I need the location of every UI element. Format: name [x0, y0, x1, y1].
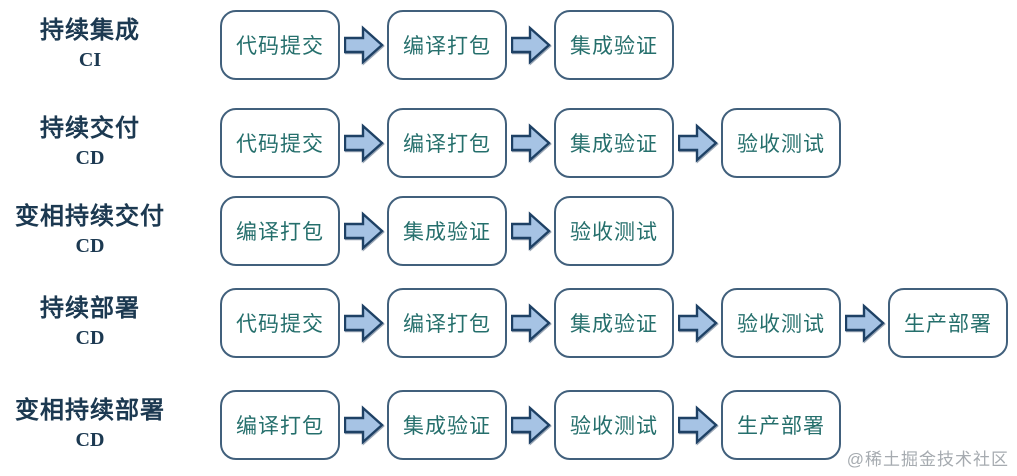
step-box: 验收测试 [554, 390, 674, 460]
step-label: 集成验证 [570, 133, 658, 156]
step-box: 编译打包 [387, 108, 507, 178]
pipeline-steps: 编译打包 集成验证 验收测试 生产部署 [220, 390, 841, 460]
step-label: 代码提交 [236, 35, 324, 58]
pipeline-title: 持续集成 [40, 18, 140, 45]
step-box: 集成验证 [554, 10, 674, 80]
flow-arrow-right-icon [674, 405, 721, 445]
pipeline-title: 变相持续部署 [15, 398, 165, 425]
step-label: 编译打包 [236, 415, 324, 438]
pipeline-subtitle: CD [75, 146, 105, 169]
step-label: 代码提交 [236, 313, 324, 336]
pipeline-title: 持续交付 [40, 116, 140, 143]
pipeline-label: 持续集成 CI [0, 18, 180, 72]
pipeline-row: 持续交付 CD 代码提交 编译打包 集成验证 验收测试 [0, 108, 1017, 178]
flow-arrow-right-icon [340, 303, 387, 343]
step-box: 生产部署 [721, 390, 841, 460]
flow-arrow-right-icon [340, 211, 387, 251]
step-label: 编译打包 [403, 35, 491, 58]
step-box: 集成验证 [387, 196, 507, 266]
pipeline-label: 变相持续部署 CD [0, 398, 180, 452]
step-box: 编译打包 [387, 288, 507, 358]
step-box: 集成验证 [554, 288, 674, 358]
pipeline-label: 持续交付 CD [0, 116, 180, 170]
step-label: 编译打包 [403, 133, 491, 156]
flow-arrow-right-icon [507, 25, 554, 65]
step-label: 编译打包 [403, 313, 491, 336]
pipeline-label: 持续部署 CD [0, 296, 180, 350]
pipeline-row: 持续部署 CD 代码提交 编译打包 集成验证 验收测试 生产部署 [0, 288, 1017, 358]
pipeline-row: 变相持续部署 CD 编译打包 集成验证 验收测试 生产部署 [0, 390, 1017, 460]
watermark: @稀土掘金技术社区 [846, 450, 1009, 469]
flow-arrow-right-icon [674, 303, 721, 343]
step-label: 代码提交 [236, 133, 324, 156]
flow-arrow-right-icon [507, 211, 554, 251]
flow-arrow-right-icon [841, 303, 888, 343]
step-box: 代码提交 [220, 288, 340, 358]
pipeline-steps: 编译打包 集成验证 验收测试 [220, 196, 674, 266]
flow-arrow-right-icon [674, 123, 721, 163]
pipeline-title: 变相持续交付 [15, 204, 165, 231]
pipeline-subtitle: CI [78, 48, 102, 71]
flow-arrow-right-icon [507, 303, 554, 343]
step-box: 集成验证 [387, 390, 507, 460]
step-box: 编译打包 [220, 196, 340, 266]
flow-arrow-right-icon [507, 123, 554, 163]
step-label: 验收测试 [737, 313, 825, 336]
step-label: 验收测试 [570, 415, 658, 438]
step-label: 集成验证 [403, 415, 491, 438]
step-label: 验收测试 [737, 133, 825, 156]
pipeline-steps: 代码提交 编译打包 集成验证 验收测试 生产部署 [220, 288, 1008, 358]
pipeline-row: 变相持续交付 CD 编译打包 集成验证 验收测试 [0, 196, 1017, 266]
pipeline-steps: 代码提交 编译打包 集成验证 [220, 10, 674, 80]
step-box: 代码提交 [220, 108, 340, 178]
step-box: 验收测试 [554, 196, 674, 266]
flow-arrow-right-icon [507, 405, 554, 445]
step-label: 集成验证 [403, 221, 491, 244]
step-box: 编译打包 [387, 10, 507, 80]
step-box: 代码提交 [220, 10, 340, 80]
pipeline-row: 持续集成 CI 代码提交 编译打包 集成验证 [0, 10, 1017, 80]
step-label: 验收测试 [570, 221, 658, 244]
flow-arrow-right-icon [340, 405, 387, 445]
step-box: 验收测试 [721, 108, 841, 178]
step-box: 验收测试 [721, 288, 841, 358]
pipeline-subtitle: CD [75, 326, 105, 349]
step-box: 生产部署 [888, 288, 1008, 358]
flow-arrow-right-icon [340, 25, 387, 65]
pipeline-title: 持续部署 [40, 296, 140, 323]
pipeline-steps: 代码提交 编译打包 集成验证 验收测试 [220, 108, 841, 178]
step-label: 集成验证 [570, 35, 658, 58]
step-label: 生产部署 [904, 313, 992, 336]
flow-arrow-right-icon [340, 123, 387, 163]
step-label: 编译打包 [236, 221, 324, 244]
pipeline-subtitle: CD [75, 234, 105, 257]
step-box: 集成验证 [554, 108, 674, 178]
step-label: 生产部署 [737, 415, 825, 438]
pipeline-label: 变相持续交付 CD [0, 204, 180, 258]
step-box: 编译打包 [220, 390, 340, 460]
step-label: 集成验证 [570, 313, 658, 336]
pipeline-subtitle: CD [75, 428, 105, 451]
